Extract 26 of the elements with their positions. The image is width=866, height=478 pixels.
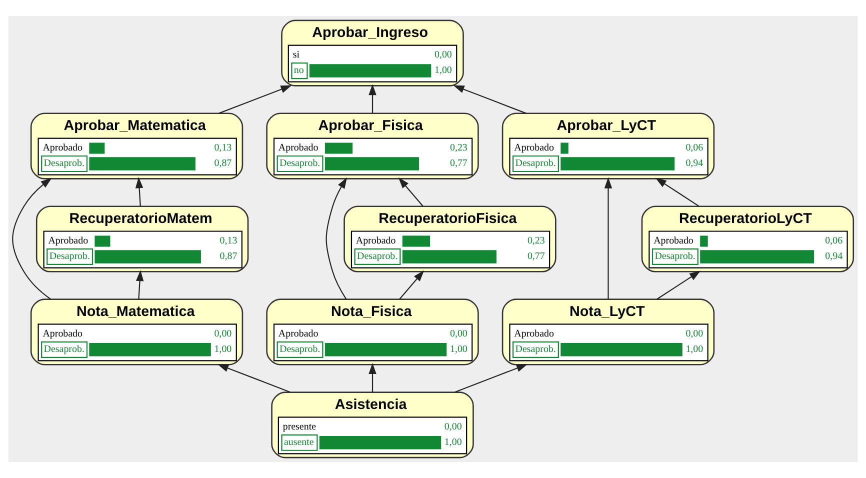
- arrow: [454, 364, 528, 393]
- node-box: Nota_Matematica Aprobado 0,00 Desaprob. 1,00: [30, 298, 244, 366]
- node-box: Asistencia presente 0,00 ausente 1,00: [271, 392, 474, 458]
- arrow: [399, 270, 424, 300]
- arrow: [453, 85, 526, 114]
- arrow: [326, 177, 348, 300]
- node-box: RecuperatorioMatem Aprobado 0,13 Desaprob. 0,87: [36, 206, 249, 272]
- node-box: RecuperatorioLyCT Aprobado 0,06 Desaprob. 0,94: [641, 206, 854, 272]
- node-box: RecuperatorioFisica Aprobado 0,23 Desaprob. 0,77: [344, 206, 556, 272]
- arrow: [368, 84, 376, 114]
- node-box: Nota_LyCT Aprobado 0,00 Desaprob. 1,00: [502, 298, 715, 366]
- arrow: [217, 364, 291, 393]
- node-box: Aprobar_Fisica Aprobado 0,23 Desaprob. 0,77: [266, 112, 479, 180]
- arrow: [368, 362, 376, 392]
- arrow: [604, 177, 612, 300]
- node-box: Aprobar_Ingreso si 0,00 no 1,00: [281, 20, 464, 86]
- arrow: [12, 178, 52, 300]
- node-box: Aprobar_Matematica Aprobado 0,13 Desaprob. 0,87: [30, 112, 244, 180]
- arrow: [656, 270, 701, 300]
- arrow: [136, 270, 144, 300]
- arrow: [135, 177, 144, 206]
- node-box: Aprobar_LyCT Aprobado 0,06 Desaprob. 0,94: [502, 112, 715, 180]
- arrow: [398, 177, 424, 207]
- arrow: [655, 178, 700, 207]
- node-box: Nota_Fisica Aprobado 0,00 Desaprob. 1,00: [266, 298, 479, 366]
- arrow: [218, 85, 292, 114]
